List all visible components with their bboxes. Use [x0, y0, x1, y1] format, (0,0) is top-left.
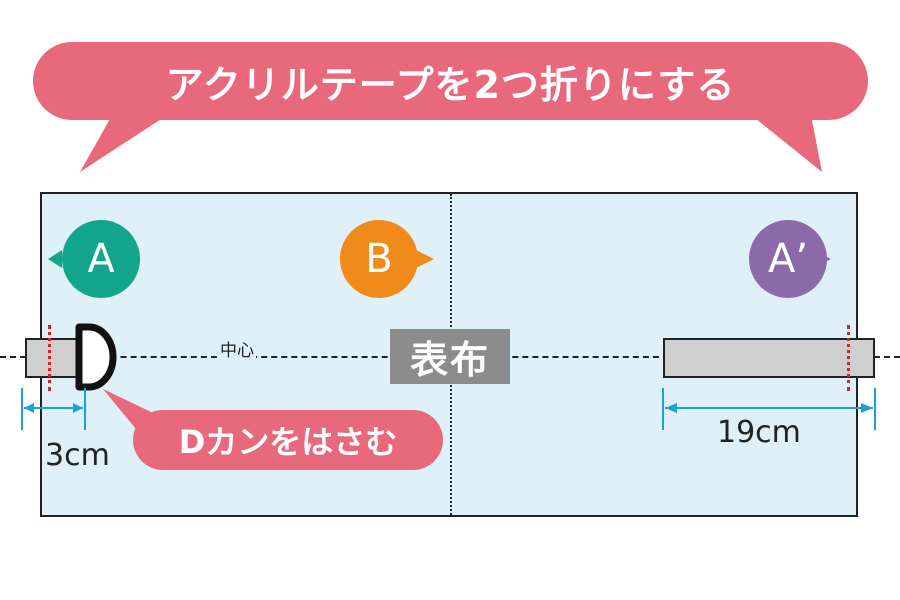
- fabric-label: 表布: [390, 329, 510, 384]
- banner-tail-right: [745, 110, 822, 172]
- banner-tail-left: [80, 110, 175, 172]
- d-ring: [75, 323, 117, 391]
- dimension-left: [21, 388, 86, 430]
- title-banner: [33, 42, 868, 120]
- title-text: アクリルテープを2つ折りにする: [165, 62, 736, 107]
- stitch-line-right: [847, 325, 850, 391]
- marker-a-prime: A’: [749, 220, 827, 298]
- stitch-line-left: [48, 325, 51, 391]
- marker-a-pointer: [48, 250, 62, 268]
- measure-right: 19cm: [717, 415, 801, 450]
- dimension-right: [662, 388, 876, 430]
- callout-bubble: Dカンをはさむ: [133, 410, 443, 470]
- marker-a: A: [62, 220, 140, 298]
- marker-b: B: [340, 220, 418, 298]
- tape-right: [663, 338, 875, 378]
- measure-left: 3cm: [45, 438, 110, 473]
- center-label: 中心: [218, 336, 256, 361]
- marker-b-pointer: [416, 250, 434, 268]
